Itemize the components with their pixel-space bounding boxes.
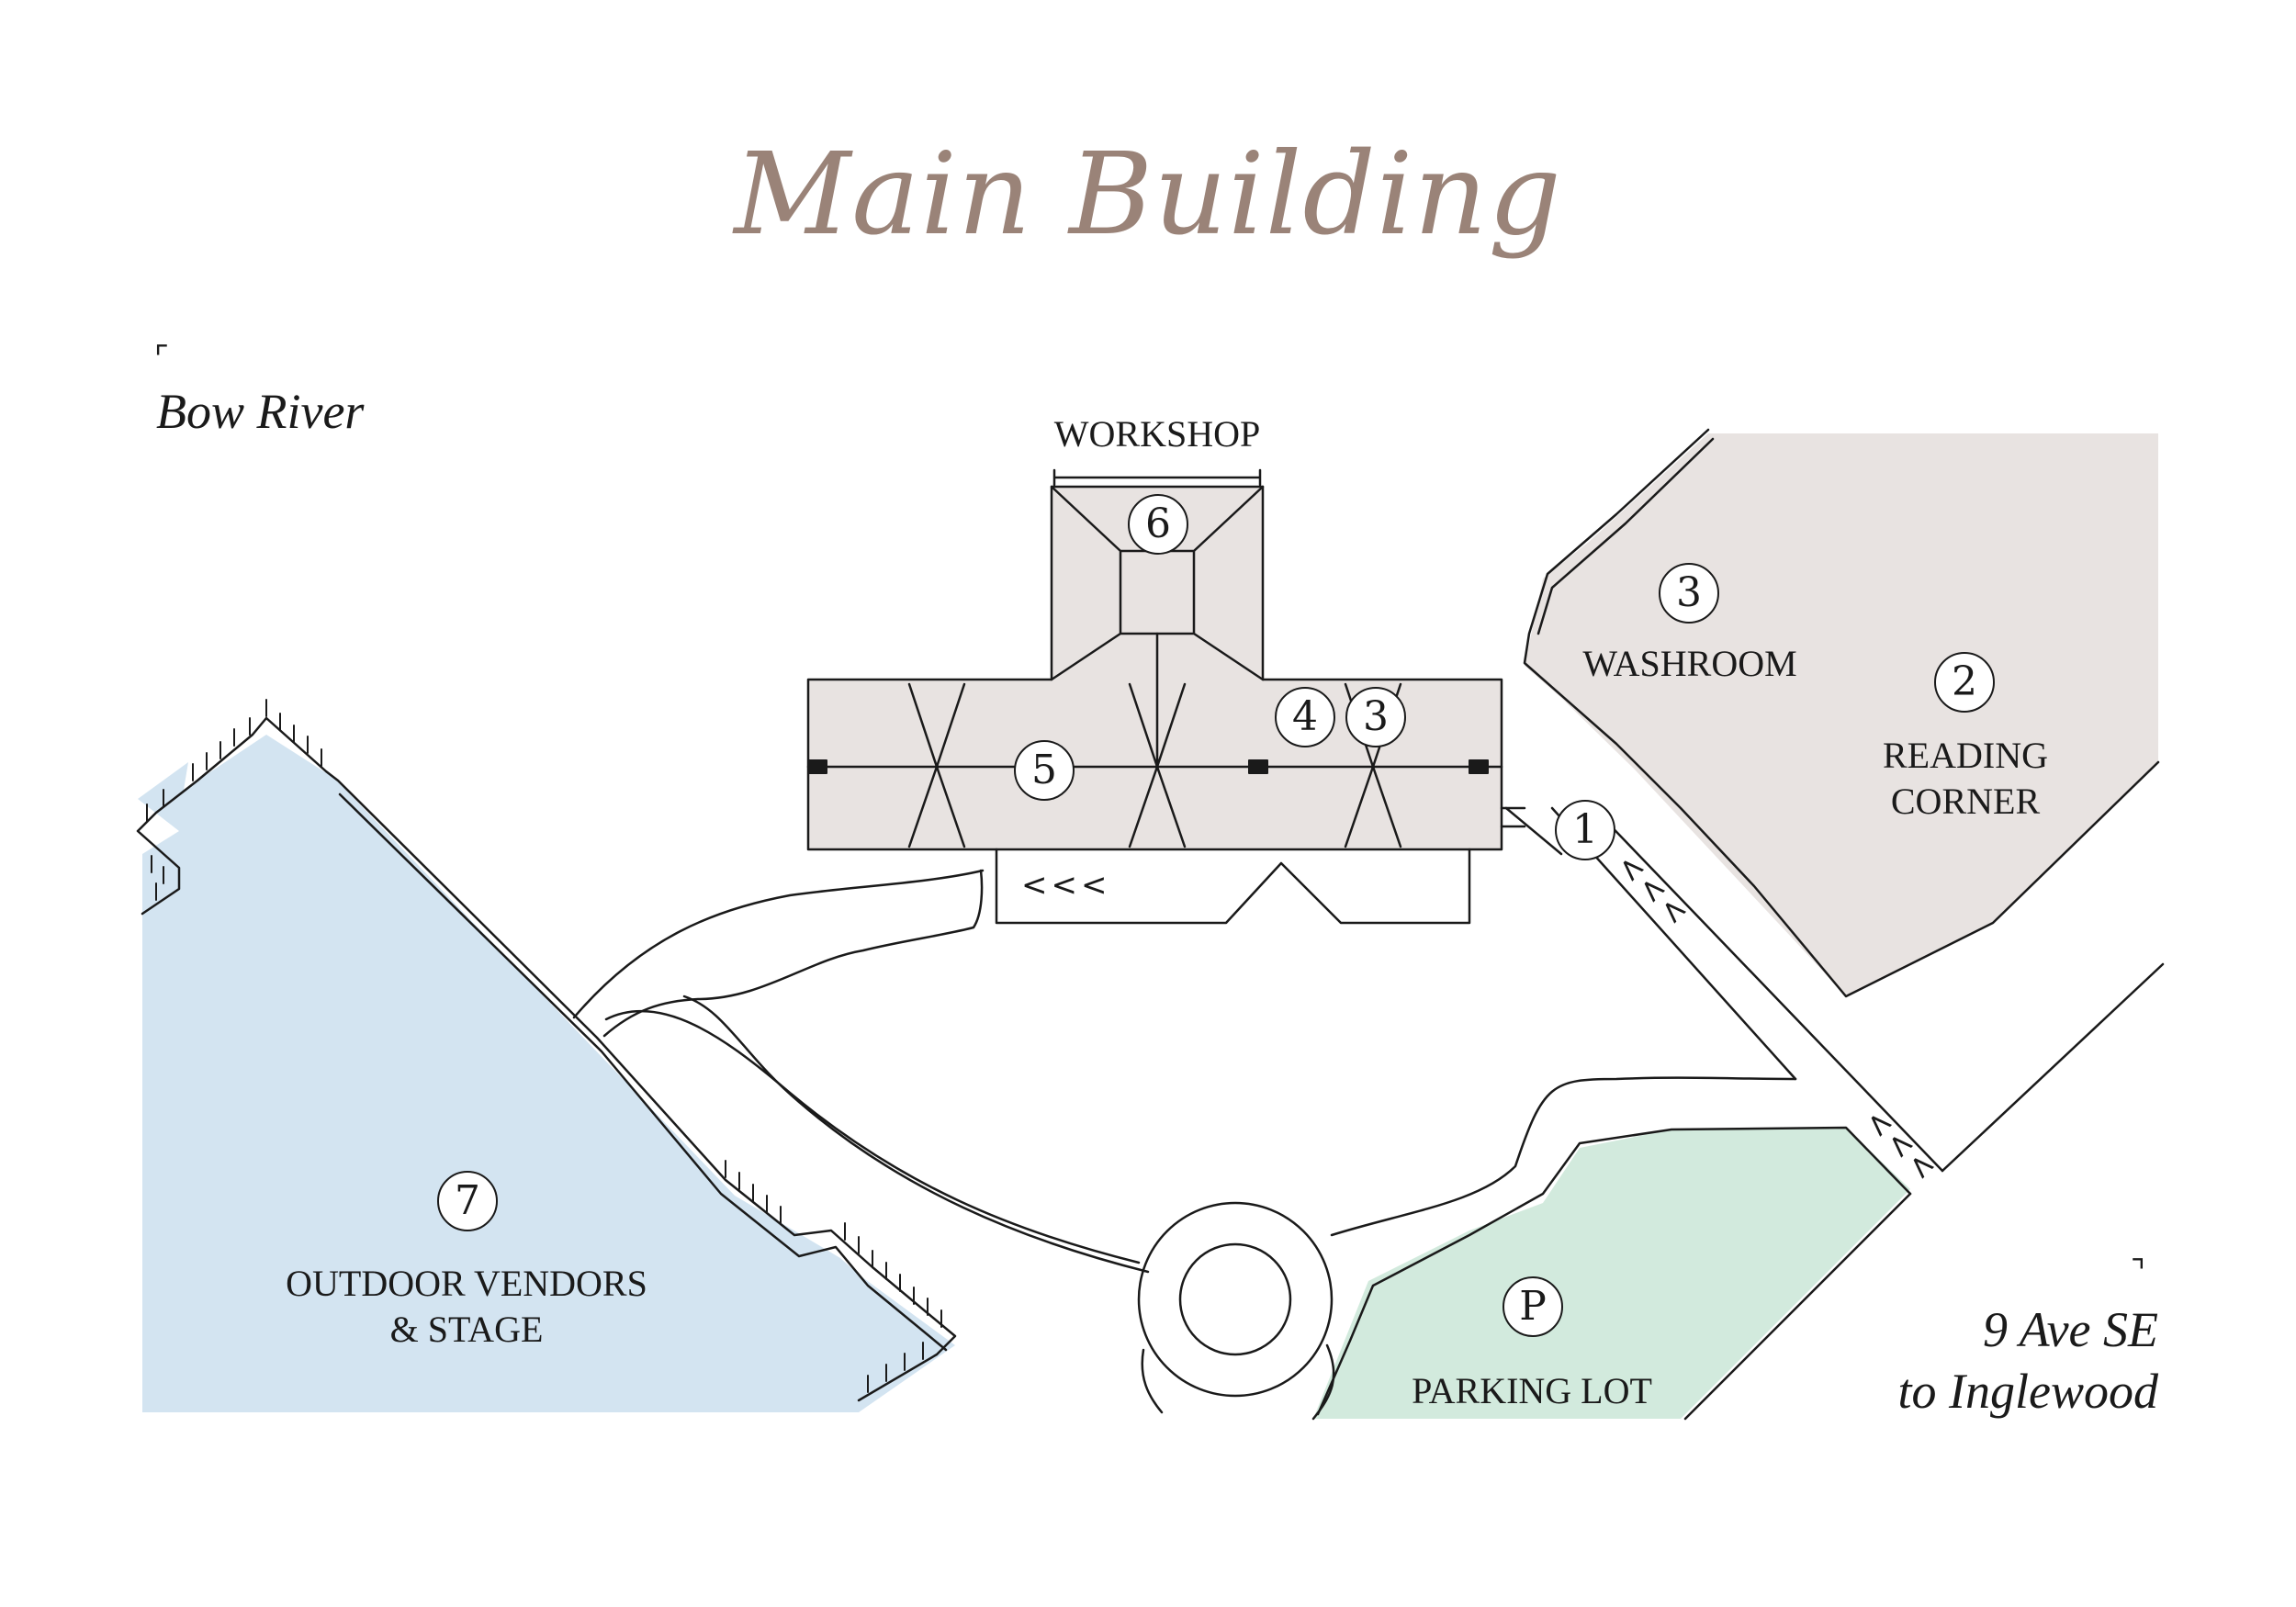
hall-roof <box>806 632 1503 848</box>
road-left-inner <box>602 869 984 1038</box>
road-curve-inner <box>682 995 1150 1274</box>
outdoor-vendors-area <box>138 735 955 1412</box>
roundabout-exits <box>1141 1343 1335 1421</box>
reading-corner-edge-outer <box>1536 437 1715 635</box>
corner-arrow-icon: ⌝ <box>2131 1253 2145 1290</box>
parking-marker[interactable]: P <box>1503 1276 1563 1337</box>
fence-posts <box>146 699 942 1393</box>
washroom-label: WASHROOM <box>1582 643 1797 684</box>
road-curve-outer <box>604 1009 1141 1264</box>
direction-bow-river: Bow River <box>156 384 365 439</box>
outdoor-vendors-label-line2: & STAGE <box>389 1309 544 1350</box>
direction-ave-line1: 9 Ave SE <box>1983 1302 2158 1357</box>
outdoor-vendors-fence-inner <box>338 792 948 1352</box>
road-east <box>1683 962 2165 1421</box>
parking-lot-edge <box>1316 1126 1912 1416</box>
room-4-marker[interactable]: 4 <box>1275 687 1335 747</box>
parking-lot-area <box>1313 1128 1910 1419</box>
roundabout-outer <box>1137 1201 1334 1398</box>
workshop-label: WORKSHOP <box>1053 413 1261 455</box>
parking-lot-label: PARKING LOT <box>1412 1370 1652 1411</box>
outdoor-vendors-label-line1: OUTDOOR VENDORS <box>286 1263 647 1304</box>
road-right-upper <box>1330 1076 1797 1237</box>
main-door-arrows: <<< <box>1021 867 1111 904</box>
direction-ave-line2: to Inglewood <box>1897 1364 2158 1419</box>
reading-corner-label-line1: READING <box>1883 735 2048 776</box>
page-title: Main Building <box>734 129 1562 261</box>
reading-corner-area <box>1525 433 2158 996</box>
washroom-marker[interactable]: 3 <box>1659 563 1719 624</box>
room-3-marker[interactable]: 3 <box>1345 687 1406 747</box>
road-left-outer <box>572 869 985 1019</box>
reading-corner-edge <box>1523 428 2160 998</box>
outdoor-vendors-marker[interactable]: 7 <box>437 1171 498 1231</box>
corner-arrow-icon: ⌜ <box>154 340 169 376</box>
workshop-marker[interactable]: 6 <box>1128 494 1188 555</box>
main-hall-marker[interactable]: 5 <box>1014 740 1075 801</box>
hall-columns <box>807 759 1489 774</box>
roundabout-inner <box>1178 1242 1292 1356</box>
entrance-marker[interactable]: 1 <box>1555 800 1615 860</box>
reading-corner-label-line2: CORNER <box>1890 781 2041 822</box>
reading-corner-marker[interactable]: 2 <box>1934 652 1995 713</box>
